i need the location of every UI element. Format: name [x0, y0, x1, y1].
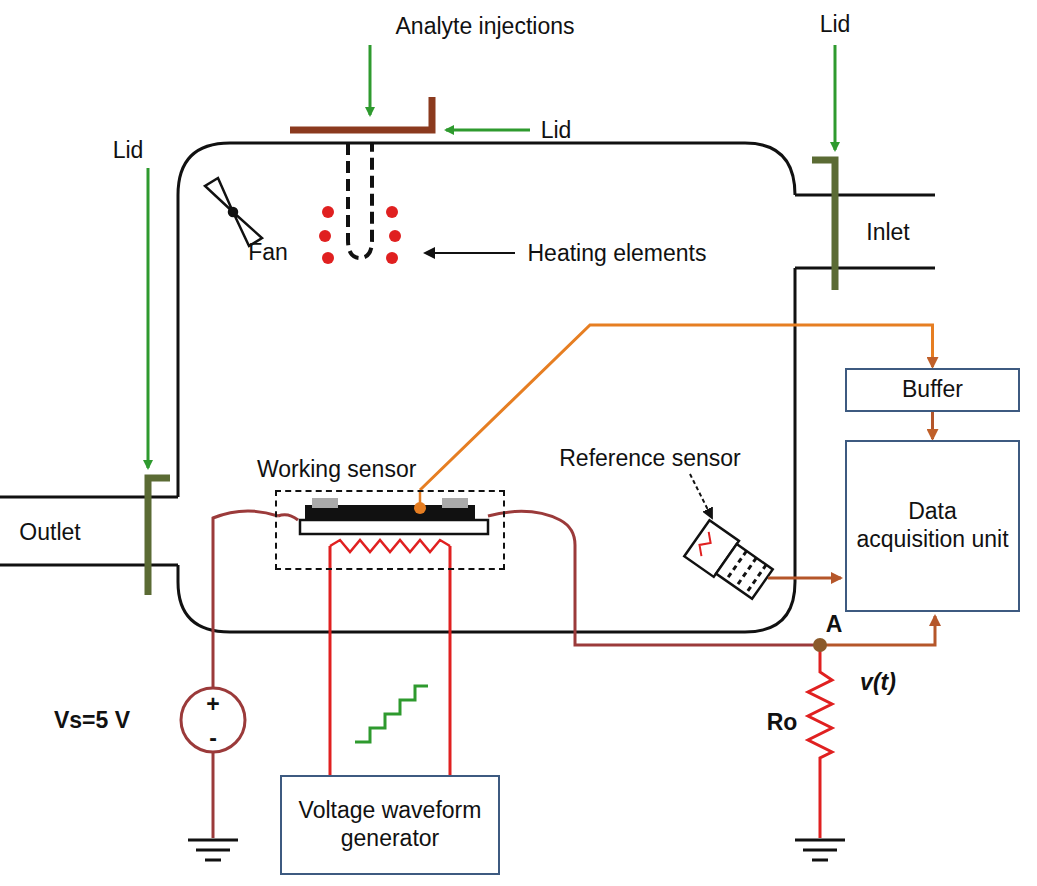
annotation-label: Reference sensor [559, 445, 741, 471]
annotation-label: Heating elements [528, 240, 707, 266]
chamber-wall [0, 143, 935, 632]
annotation-label: Vs=5 V [54, 707, 130, 733]
injection-tube [348, 143, 372, 258]
annotation-label: Analyte injections [396, 13, 575, 39]
annotation-label: Lid [113, 137, 144, 163]
leader-arrow [690, 474, 712, 518]
annotation-label: Lid [820, 11, 851, 37]
node-dot [813, 638, 827, 652]
injection-lid [290, 97, 432, 130]
signal-arrow [768, 577, 841, 580]
reference-sensor [684, 520, 775, 602]
annotation-label: A [826, 611, 843, 637]
process-box: Buffer [845, 368, 1020, 412]
voltage-source [181, 688, 245, 752]
signal-arrow [826, 616, 935, 645]
connector [931, 412, 934, 439]
annotation-label: Inlet [866, 219, 909, 245]
annotation-label: Outlet [19, 519, 80, 545]
sensor-group: Working sensor [275, 490, 505, 570]
fan [205, 178, 262, 246]
box-label: Buffer [902, 376, 963, 404]
connector [329, 570, 332, 775]
lid-arrow [148, 45, 835, 468]
annotation-label: Lid [541, 117, 572, 143]
box-label: Voltage waveform generator [290, 797, 490, 852]
process-box: Data acquisition unit [845, 440, 1020, 612]
box-label: Data acquisition unit [855, 498, 1010, 553]
sensor-chip [278, 490, 488, 775]
group-label: Working sensor [257, 456, 416, 484]
annotation-label: Fan [248, 239, 288, 265]
annotation-label: v(t) [860, 669, 896, 695]
annotation-label: - [209, 725, 217, 751]
process-box: Voltage waveform generator [280, 775, 500, 875]
lid [148, 160, 835, 595]
annotation-label: Ro [767, 709, 798, 735]
annotation-label: + [206, 691, 219, 717]
heating-element [319, 206, 401, 264]
leader-arrow [425, 252, 515, 254]
waveform-symbol [355, 686, 428, 742]
